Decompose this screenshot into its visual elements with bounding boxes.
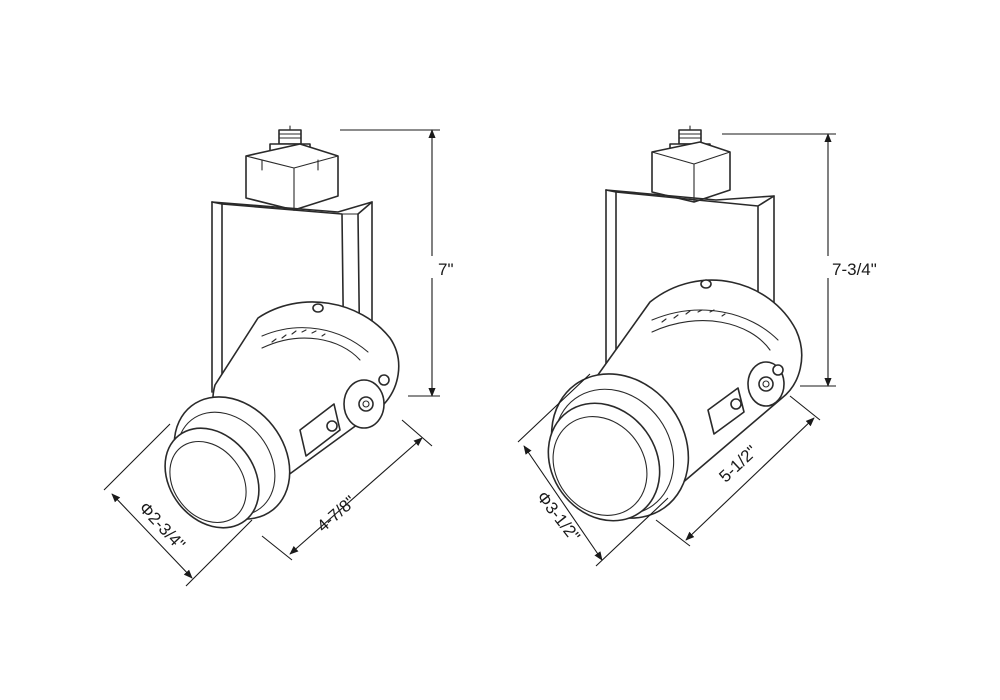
left-track-connector <box>245 125 339 211</box>
left-fixture: 7" 4-7/8" Φ2-3/4" <box>103 125 454 587</box>
right-height-dimension: 7-3/4" <box>722 133 886 387</box>
left-height-dimension: 7" <box>340 129 454 397</box>
right-height-label: 7-3/4" <box>832 260 877 279</box>
left-lamp-head <box>164 301 400 529</box>
right-fixture: 7-3/4" 5-1/2" Φ3-1/2" <box>517 125 886 567</box>
right-track-connector <box>651 125 731 203</box>
right-lamp-head <box>547 279 803 522</box>
left-length-label: 4-7/8" <box>313 492 359 536</box>
left-height-label: 7" <box>438 260 454 279</box>
